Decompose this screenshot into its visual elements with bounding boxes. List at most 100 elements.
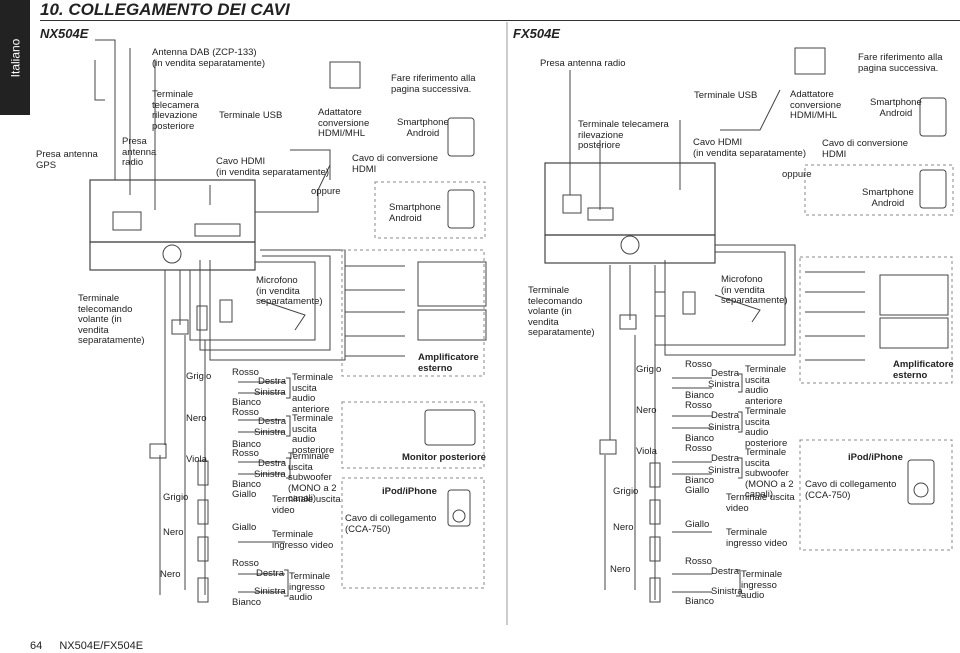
language-tab: Italiano [0, 0, 30, 115]
wire-viola-left: Viola [186, 454, 207, 465]
adapter-label-right: Adattatore conversione HDMI/MHL [790, 89, 842, 121]
usb-label-right: Terminale USB [694, 90, 758, 101]
smartphone-label-left-2: Smartphone Android [389, 202, 441, 224]
conversion-cable-label-right: Cavo di conversione HDMI [822, 138, 909, 160]
hdmi-cable-left [255, 164, 331, 213]
microphone-left [259, 299, 306, 331]
adapter-right [794, 47, 826, 75]
wire-grigio2-right: Grigio [613, 486, 639, 497]
oppure-label-right: oppure [782, 169, 812, 180]
radio-antenna-label-left: Presa antenna radio [122, 136, 157, 168]
footer-model: NX504E/FX504E [59, 640, 144, 652]
smartphone-label-left-1: Smartphone Android [397, 117, 449, 139]
page-number: 64 [30, 640, 43, 652]
rosso-label-right-4: Rosso [685, 556, 712, 567]
gps-cable [94, 60, 105, 101]
gps-antenna-label: Presa antenna GPS [36, 149, 98, 171]
wire-viola-right: Viola [636, 446, 657, 457]
connector-left [194, 223, 241, 237]
giallo-label-left-1: Giallo [232, 489, 257, 500]
wire-nero-right: Nero [636, 405, 657, 416]
head-unit-right-bottom [544, 234, 716, 264]
rosso-label-left-4: Rosso [232, 558, 259, 569]
amp-rca-right [805, 271, 865, 361]
head-unit-right-fan [620, 235, 640, 255]
steering-connector-left [171, 319, 189, 335]
amp-rca-left [345, 265, 405, 357]
rear-out-label-left: Terminale uscita audio posteriore [292, 413, 335, 456]
smartphone-left-2 [447, 189, 475, 229]
bianco-label-right-4: Bianco [685, 596, 715, 607]
giallo-label-left-2: Giallo [232, 522, 257, 533]
rosso-label-left-2: Rosso [232, 407, 259, 418]
amplifier-left-box [417, 309, 487, 341]
wire-grigio2-left: Grigio [163, 492, 189, 503]
av-harness-left [209, 249, 346, 361]
bianco-label-right-1: Bianco [685, 390, 715, 401]
head-unit-left-top [89, 179, 256, 243]
rosso-label-right-3: Rosso [685, 443, 712, 454]
see-next-page-right: Fare riferimento alla pagina successiva. [858, 52, 943, 74]
antenna-port-left [112, 211, 142, 231]
bianco-label-left-2: Bianco [232, 439, 262, 450]
model-label-left: NX504E [40, 26, 89, 41]
destra-label-right-1: Destra [711, 368, 739, 379]
front-out-label-left: Terminale uscita audio anteriore [292, 372, 334, 415]
rear-camera-label-right: Terminale telecamera rilevazione posteri… [578, 119, 669, 151]
rear-out-label-right: Terminale uscita audio posteriore [745, 406, 788, 449]
radio-antenna-label-right: Presa antenna radio [540, 58, 626, 69]
smartphone-left-1 [447, 117, 475, 157]
sinistra-label-left-1: Sinistra [254, 387, 286, 398]
sub-out-label-right: Terminale uscita subwoofer (MONO a 2 can… [745, 447, 794, 500]
smartphone-label-right-2: Smartphone Android [862, 187, 914, 209]
page-footer: 64 NX504E/FX504E [30, 640, 143, 652]
smartphone-right-1 [919, 97, 947, 137]
giallo-label-right-2: Giallo [685, 519, 710, 530]
title-divider [40, 20, 960, 21]
destra-label-right-2: Destra [711, 410, 739, 421]
sinistra-label-right-3: Sinistra [708, 465, 740, 476]
ipod-label-left: iPod/iPhone [382, 486, 437, 497]
wire-nero-left: Nero [186, 413, 207, 424]
amplifier-right-top [879, 274, 949, 316]
hdmi-cable-label-right: Cavo HDMI (in vendita separatamente) [693, 137, 807, 159]
amplifier-label-left: Amplificatore esterno [418, 352, 479, 374]
adapter-label-left: Adattatore conversione HDMI/MHL [318, 107, 370, 139]
rosso-label-left-1: Rosso [232, 367, 259, 378]
antenna-port-right [562, 194, 582, 214]
destra-label-right-4: Destra [711, 566, 739, 577]
bianco-label-right-2: Bianco [685, 433, 715, 444]
head-unit-left-fan [162, 244, 182, 264]
amplifier-left-top [417, 261, 487, 307]
rca-cables-right [672, 377, 712, 593]
rear-monitor-left [424, 409, 476, 446]
adapter-left [329, 61, 361, 89]
sinistra-label-left-2: Sinistra [254, 427, 286, 438]
video-in-label-left: Terminale ingresso video [272, 529, 334, 551]
sinistra-label-right-1: Sinistra [708, 379, 740, 390]
hdmi-cable-right [720, 89, 781, 131]
wire-nero3-left: Nero [160, 569, 181, 580]
microphone-label-left: Microfono (in vendita separatamente) [256, 275, 323, 307]
sinistra-label-right-4: Sinistra [711, 586, 743, 597]
rosso-label-right-1: Rosso [685, 359, 712, 370]
hdmi-cable-label-left: Cavo HDMI (in vendita separatamente) [216, 156, 330, 178]
harness-connector-right [599, 439, 617, 455]
see-next-page-left: Fare riferimento alla pagina successiva. [391, 73, 476, 95]
rear-monitor-label-left: Monitor posteriore [402, 452, 486, 463]
smartphone-right-2 [919, 169, 947, 209]
audio-in-label-right: Terminale ingresso audio [741, 569, 783, 601]
harness-connector-left [149, 443, 167, 459]
sinistra-label-left-3: Sinistra [254, 469, 286, 480]
video-in-label-right: Terminale ingresso video [726, 527, 788, 549]
bianco-label-left-4: Bianco [232, 597, 262, 608]
smartphone-label-right-1: Smartphone Android [870, 97, 922, 119]
destra-label-right-3: Destra [711, 453, 739, 464]
ipod-label-right: iPod/iPhone [848, 452, 903, 463]
destra-label-left-3: Destra [258, 458, 286, 469]
sinistra-label-right-2: Sinistra [708, 422, 740, 433]
audio-in-label-left: Terminale ingresso audio [289, 571, 331, 603]
amplifier-right-box [879, 317, 949, 349]
wire-grigio-left: Grigio [186, 371, 212, 382]
